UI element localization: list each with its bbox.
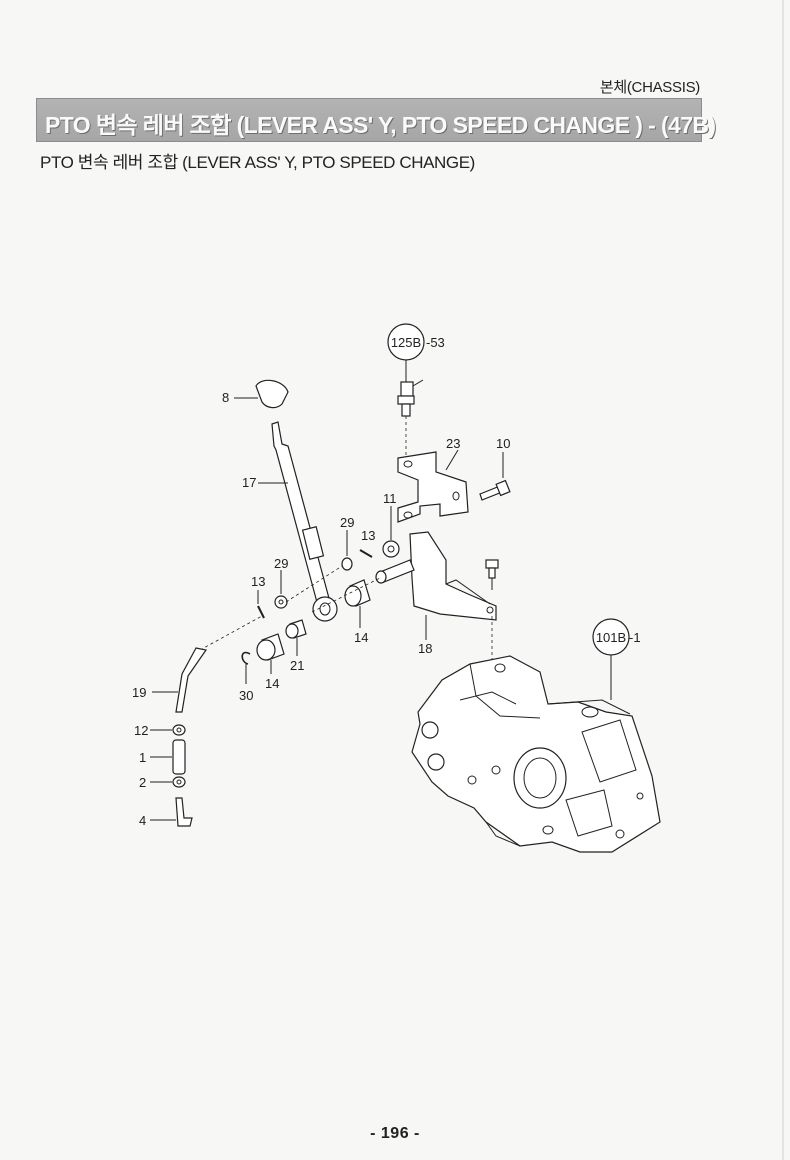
small-bolt	[485, 559, 499, 590]
title-banner: PTO 변속 레버 조합 (LEVER ASS' Y, PTO SPEED CH…	[36, 98, 716, 142]
page-number: - 196 -	[370, 1125, 420, 1142]
switch-part	[397, 379, 424, 417]
part-13-pin-lower	[257, 605, 265, 619]
section-label: 본체(CHASSIS)	[599, 79, 700, 96]
part-12-nut	[172, 724, 186, 736]
ref-101b[interactable]: 101B -1	[592, 618, 641, 656]
callout-12: 12	[134, 723, 148, 738]
page-title: PTO 변속 레버 조합 (LEVER ASS' Y, PTO SPEED CH…	[45, 112, 716, 138]
callout-29-upper: 29	[340, 515, 354, 530]
ref-101b-suffix: -1	[629, 630, 641, 645]
part-29-washer-lower	[274, 595, 288, 609]
callout-23: 23	[446, 436, 460, 451]
callout-18: 18	[418, 641, 432, 656]
part-17-lever	[271, 421, 338, 622]
callout-11: 11	[383, 491, 397, 506]
ref-125b-label: 125B	[391, 335, 421, 350]
callout-13-lower: 13	[251, 574, 265, 589]
part-11-nut	[382, 540, 400, 558]
callout-2: 2	[139, 775, 146, 790]
callout-29-lower: 29	[274, 556, 288, 571]
callout-14-upper: 14	[354, 630, 368, 645]
part-1-turnbuckle	[172, 739, 186, 775]
callout-30: 30	[239, 688, 253, 703]
part-10-bolt	[479, 479, 511, 501]
callout-1: 1	[139, 750, 146, 765]
callout-21: 21	[290, 658, 304, 673]
part-2-nut	[172, 776, 186, 788]
callout-13-upper: 13	[361, 528, 375, 543]
ref-125b[interactable]: 125B -53	[387, 323, 445, 361]
part-18-shaft-bracket	[375, 531, 497, 621]
ref-125b-suffix: -53	[426, 335, 445, 350]
callout-17: 17	[242, 475, 256, 490]
callout-8: 8	[222, 390, 229, 405]
part-14-bushing-lower	[256, 633, 285, 661]
ref-101b-label: 101B	[596, 630, 626, 645]
part-30-clip	[241, 651, 251, 665]
page-edge	[782, 0, 784, 1160]
callout-14-lower: 14	[265, 676, 279, 691]
part-4-rod-end	[175, 797, 193, 827]
callout-19: 19	[132, 685, 146, 700]
page-subtitle: PTO 변속 레버 조합 (LEVER ASS' Y, PTO SPEED CH…	[40, 153, 475, 172]
part-8-knob	[255, 379, 289, 409]
part-19-rod	[175, 647, 208, 713]
part-14-bushing-upper	[344, 579, 371, 607]
part-21-spacer	[285, 619, 307, 639]
part-23-bracket	[397, 451, 469, 523]
callout-10: 10	[496, 436, 510, 451]
transmission-housing	[411, 655, 661, 853]
callout-4: 4	[139, 813, 146, 828]
part-29-washer-upper	[341, 557, 353, 571]
part-13-pin-upper	[359, 549, 373, 558]
